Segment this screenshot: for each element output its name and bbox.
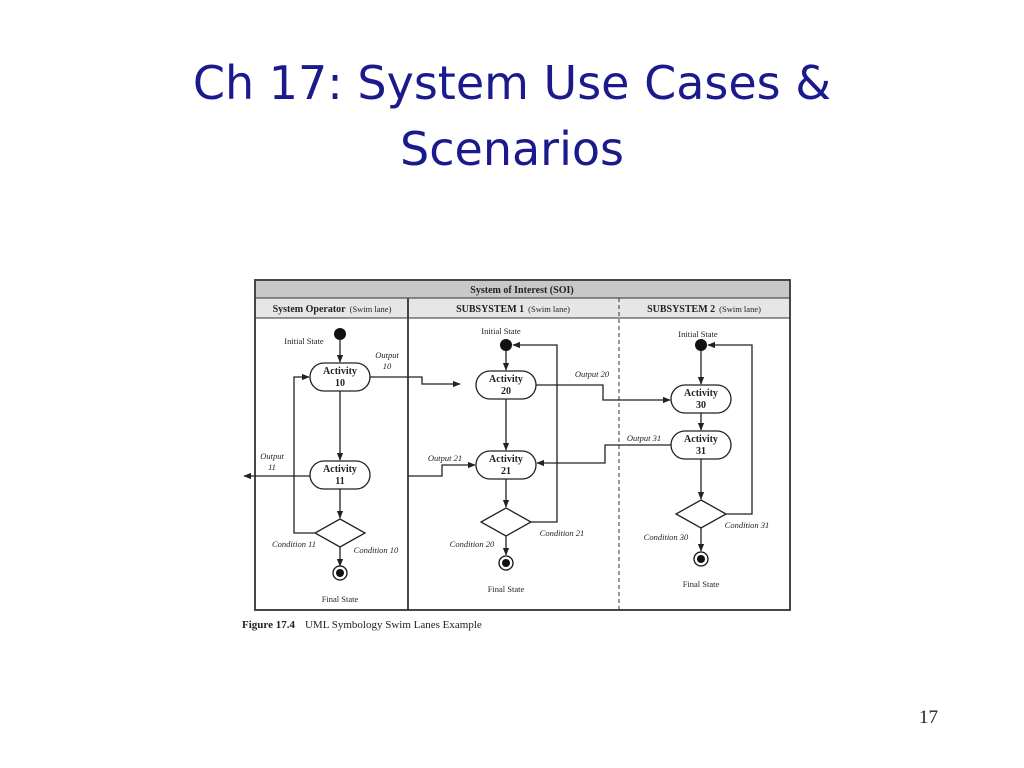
- output-11-number: 11: [268, 462, 276, 472]
- edge-output-21-in: [408, 461, 476, 477]
- soi-header-bar: [256, 281, 789, 298]
- activity-10-number: 10: [335, 378, 345, 389]
- condition-31-label: Condition 31: [725, 520, 770, 530]
- activity-30-number: 30: [696, 400, 706, 411]
- initial-state-label-subsystem-2: Initial State: [678, 329, 718, 339]
- output-11-label: Output: [260, 451, 284, 461]
- output-21-label: Output 21: [428, 453, 462, 463]
- lane-header-bar: [256, 298, 789, 318]
- soi-header: System of Interest (SOI): [470, 285, 573, 296]
- lane-header-subsystem-1: SUBSYSTEM 1 (Swim lane): [456, 299, 570, 316]
- final-state-subsystem-1: [502, 559, 510, 567]
- activity-21-label: Activity: [489, 454, 523, 465]
- output-10-number: 10: [383, 361, 392, 371]
- final-state-label-subsystem-2: Final State: [683, 579, 720, 589]
- condition-11-label: Condition 11: [272, 539, 316, 549]
- activity-20-number: 20: [501, 386, 511, 397]
- uml-swim-lane-diagram: System of Interest (SOI) System Operator…: [242, 279, 791, 631]
- activity-20-label: Activity: [489, 374, 523, 385]
- output-10-label: Output: [375, 350, 399, 360]
- condition-10-label: Condition 10: [354, 545, 399, 555]
- edge-output-10: [370, 376, 461, 388]
- activity-30-label: Activity: [684, 388, 718, 399]
- activity-10-label: Activity: [323, 366, 357, 377]
- final-state-label-operator: Final State: [322, 594, 359, 604]
- initial-state-label-operator: Initial State: [284, 336, 324, 346]
- final-state-subsystem-2: [697, 555, 705, 563]
- title-line-2: Scenarios: [400, 122, 624, 176]
- edge-output-31: [536, 444, 671, 467]
- initial-state-operator: [334, 328, 346, 340]
- final-state-label-subsystem-1: Final State: [488, 584, 525, 594]
- activity-21-number: 21: [501, 466, 511, 477]
- page-number: 17: [919, 707, 938, 728]
- title-line-1: Ch 17: System Use Cases &: [192, 56, 832, 110]
- initial-state-subsystem-2: [695, 339, 707, 351]
- lane-header-subsystem-2: SUBSYSTEM 2 (Swim lane): [647, 299, 761, 316]
- activity-31-label: Activity: [684, 434, 718, 445]
- activity-11-number: 11: [335, 476, 344, 487]
- condition-30-label: Condition 30: [644, 532, 689, 542]
- output-31-label: Output 31: [627, 433, 661, 443]
- edge-condition-31-loop: [707, 341, 753, 515]
- final-state-operator: [336, 569, 344, 577]
- swim-lane-figure: System of Interest (SOI) System Operator…: [232, 270, 802, 640]
- edge-condition-11-loop: [293, 373, 315, 534]
- activity-11-label: Activity: [323, 464, 357, 475]
- condition-20-label: Condition 20: [450, 539, 495, 549]
- slide-title: Ch 17: System Use Cases & Scenarios: [0, 50, 1024, 182]
- condition-21-label: Condition 21: [540, 528, 585, 538]
- initial-state-subsystem-1: [500, 339, 512, 351]
- initial-state-label-subsystem-1: Initial State: [481, 326, 521, 336]
- lane-header-operator: System Operator (Swim lane): [273, 299, 392, 316]
- edge-condition-21-loop: [512, 341, 558, 523]
- edge-output-20: [536, 384, 671, 404]
- output-20-label: Output 20: [575, 369, 610, 379]
- activity-31-number: 31: [696, 446, 706, 457]
